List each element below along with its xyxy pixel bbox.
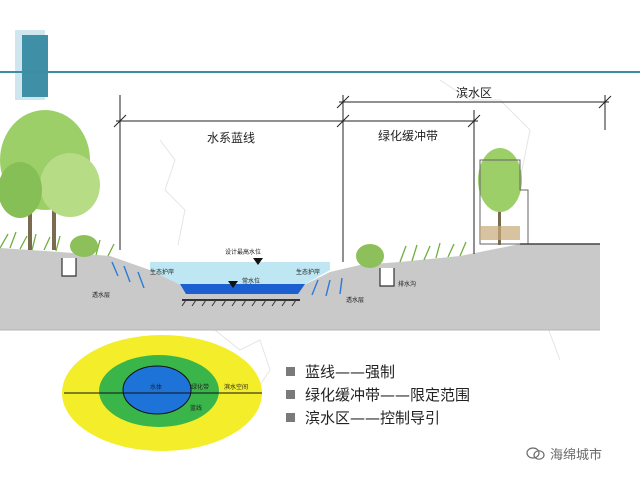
legend-item: 绿化缓冲带——限定范围 [286,383,470,406]
annotation-design-high-water: 设计最高水位 [225,248,261,256]
bullet-square-icon [286,413,295,422]
legend-item: 蓝线——强制 [286,360,470,383]
building-outline [479,159,529,245]
header-square [22,35,48,97]
zone-label-water: 水体 [150,383,162,391]
label-riverfront: 滨水区 [456,85,492,100]
legend-list: 蓝线——强制 绿化缓冲带——限定范围 滨水区——控制导引 [286,360,470,429]
left-shrub-icon [70,235,98,257]
building-deck [480,226,520,240]
legend-item-text: 绿化缓冲带——限定范围 [305,386,471,404]
zone-label-buffer: 绿化带 [191,383,209,391]
left-tree-icon [0,110,100,250]
right-drain [379,268,395,287]
watermark-text: 海绵城市 [550,448,603,463]
legend-item-text: 滨水区——控制导引 [305,409,441,427]
legend-item-text: 蓝线——强制 [305,363,396,381]
normal-water-body [180,284,305,294]
label-green-buffer: 绿化缓冲带 [378,128,438,143]
right-tree-icon [478,148,522,245]
annotation-permeable-left: 透水层 [92,291,110,299]
high-water-marker-icon [253,258,263,265]
wechat-logo-icon [526,446,545,460]
bullet-square-icon [286,390,295,399]
grass-strips [0,231,467,263]
infiltration-arrows-icon [111,261,343,297]
zone-water-ellipse [122,365,192,415]
annotation-eco-bank-right: 生态护岸 [296,268,320,276]
annotation-drain: 排水沟 [398,280,416,288]
normal-water-marker-icon [228,281,238,288]
dimension-lines [113,95,612,262]
bullet-square-icon [286,367,295,376]
label-blue-line: 水系蓝线 [207,131,255,145]
annotation-normal-water: 常水位 [242,277,260,285]
legend-item: 滨水区——控制导引 [286,406,470,429]
left-drain [61,258,77,277]
annotation-eco-bank-left: 生态护岸 [150,268,174,276]
background-sketch [159,79,561,401]
right-shrub-icon [356,244,384,268]
channel-bed-hatching [181,299,297,307]
zone-label-riverfront: 滨水空间 [224,383,248,391]
high-water-body [150,262,330,287]
watermark: 海绵城市 [526,444,602,463]
annotation-permeable-right: 透水层 [346,296,364,304]
zone-label-blue-line: 蓝线 [190,404,202,412]
